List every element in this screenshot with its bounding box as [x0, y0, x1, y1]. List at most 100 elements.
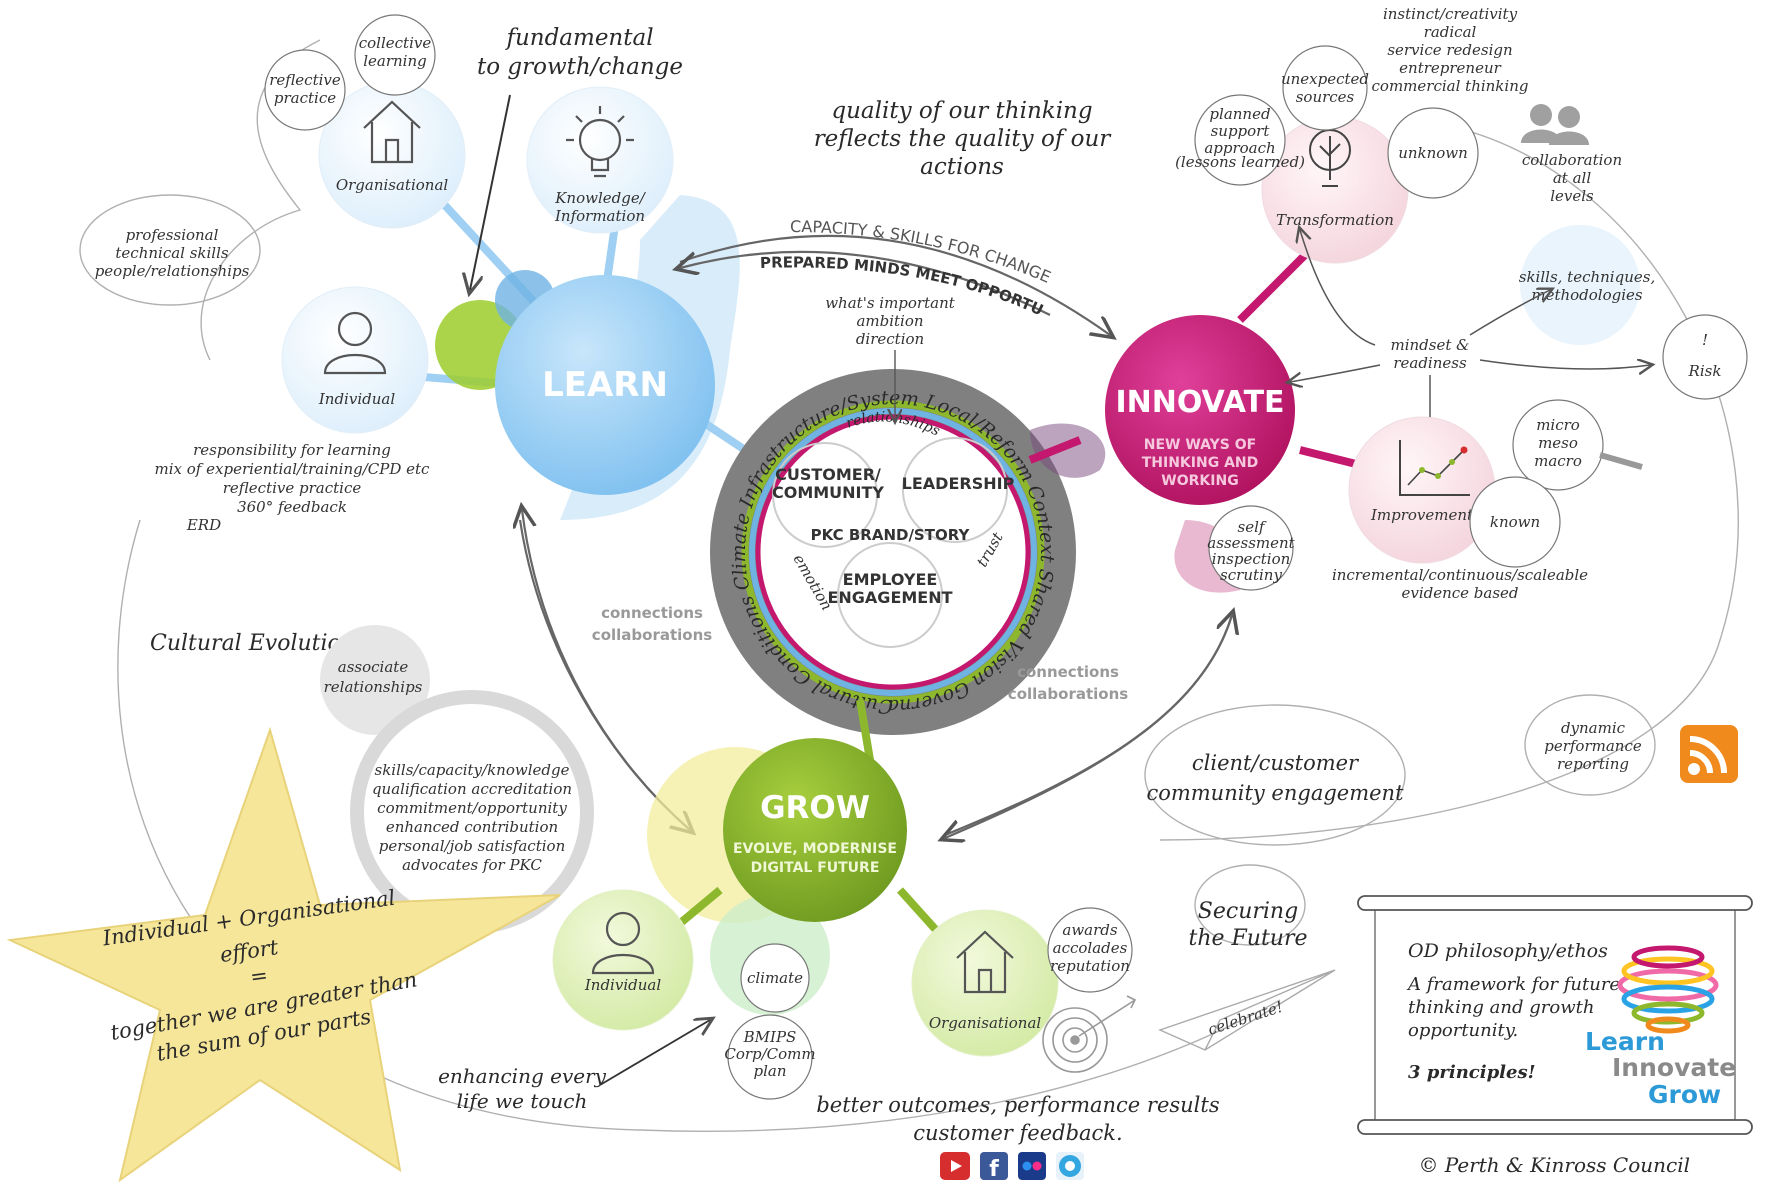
client-loop: [1144, 704, 1406, 846]
youtube-icon[interactable]: [940, 1152, 970, 1180]
awards-line1: awards: [1062, 921, 1117, 939]
professional-loop: [79, 194, 261, 306]
hub-employee-line2: ENGAGEMENT: [827, 588, 952, 607]
planned-line3: approach: [1204, 139, 1275, 157]
connections-left-line2: collaborations: [592, 626, 712, 644]
securing-line1: Securing: [1198, 899, 1298, 924]
unexpected-bubble: [1282, 45, 1368, 131]
self-line4: scrutiny: [1220, 566, 1282, 584]
hub-above-line2: ambition: [856, 312, 923, 330]
copyright: © Perth & Kinross Council: [1418, 1153, 1690, 1177]
awards-bubble: [1047, 907, 1133, 993]
grow-individual-circle: [552, 889, 694, 1031]
collaboration-line1: collaboration: [1522, 151, 1622, 169]
enhancing-arrow: [599, 1020, 710, 1086]
collaboration-line2: at all: [1553, 169, 1591, 187]
house-icon-grow: [956, 930, 1014, 994]
innovate-circle: [1105, 315, 1295, 505]
rss-icon[interactable]: [1680, 725, 1738, 783]
associate-line1: associate: [338, 658, 409, 676]
philosophy-scroll: [1357, 895, 1753, 1135]
incremental-line2: evidence based: [1401, 584, 1518, 602]
transformation-label: Transformation: [1276, 211, 1394, 229]
improvement-circle: [1348, 416, 1496, 564]
innovate-link-transformation: [1237, 247, 1313, 323]
hub-customer-line1: CUSTOMER/: [775, 465, 881, 484]
magnifier-handle: [1599, 452, 1643, 470]
grow-sub-line1: EVOLVE, MODERNISE: [733, 841, 897, 857]
innovate-sub-line3: WORKING: [1161, 473, 1238, 489]
learn-individual-circle: [281, 286, 429, 434]
people-icon: [1521, 104, 1589, 145]
fundamental-line1: fundamental: [504, 25, 653, 51]
lightbulb-icon: [566, 106, 634, 178]
reflective-bubble: [264, 49, 346, 131]
unknown-label: unknown: [1398, 144, 1468, 162]
person-icon-grow: [591, 911, 655, 975]
known-bubble: [1469, 476, 1561, 568]
capacity-arrow: [679, 234, 1110, 335]
skills-line2: methodologies: [1531, 286, 1643, 304]
person-icon: [323, 311, 387, 375]
instinct-line1: instinct/creativity: [1383, 5, 1518, 23]
quality-line3: actions: [920, 154, 1004, 180]
bmips-bubble: [727, 1014, 813, 1100]
responsibility-line1: responsibility for learning: [193, 441, 391, 459]
flickr-icon[interactable]: [1018, 1152, 1046, 1180]
securing-line2: the Future: [1188, 926, 1307, 951]
micro-bubble: [1512, 399, 1604, 491]
logo-learn: Learn: [1585, 1027, 1665, 1056]
cultural-evolution: Cultural Evolution: [150, 631, 355, 656]
micro-line1: micro: [1536, 416, 1580, 434]
instinct-line4: entrepreneur: [1399, 59, 1501, 77]
professional-line3: people/relationships: [95, 262, 250, 280]
grow-circle: [723, 738, 907, 922]
innovate-label: INNOVATE: [1115, 385, 1284, 420]
scroll-line1: OD philosophy/ethos: [1408, 940, 1608, 962]
swirl-ball-icon: [1617, 945, 1719, 1034]
collaboration-line3: levels: [1550, 187, 1594, 205]
pencil-loop-bottom: [117, 519, 1281, 1132]
bmips-line3: plan: [753, 1062, 786, 1080]
grow-skills-line2: qualification accreditation: [372, 780, 572, 798]
skills-line1: skills, techniques,: [1519, 268, 1655, 286]
grow-organisational-label: Organisational: [929, 1014, 1042, 1032]
unknown-bubble: [1387, 107, 1479, 199]
risk-label: Risk: [1688, 362, 1722, 380]
twitter-icon[interactable]: [1056, 1152, 1084, 1180]
responsibility-line5: ERD: [186, 516, 221, 534]
climate-bubble: [740, 943, 810, 1013]
facebook-icon[interactable]: f: [980, 1152, 1008, 1182]
scroll-principles: 3 principles!: [1408, 1062, 1536, 1083]
learn-individual-label: Individual: [318, 390, 395, 408]
scroll-line2b: thinking and growth: [1408, 997, 1594, 1018]
logo-grow: Grow: [1648, 1080, 1721, 1109]
connections-right-line2: collaborations: [1008, 685, 1128, 703]
instinct-line3: service redesign: [1387, 41, 1512, 59]
learn-label: LEARN: [542, 365, 668, 405]
hub-circle-customer: [772, 442, 878, 548]
awards-line3: reputation: [1050, 957, 1130, 975]
innovate-sub-line2: THINKING AND: [1142, 455, 1259, 471]
hub-customer-line2: COMMUNITY: [772, 483, 884, 502]
grow-sub-line2: DIGITAL FUTURE: [751, 860, 880, 876]
enhancing-line1: enhancing every: [438, 1064, 607, 1088]
innovate-link-improvement: [1299, 446, 1361, 469]
known-label: known: [1490, 513, 1540, 531]
securing-loop: [1194, 864, 1306, 946]
mindset-arrow-skills: [1469, 290, 1550, 336]
professional-line1: professional: [126, 226, 219, 244]
grow-skills-line5: personal/job satisfaction: [379, 837, 565, 855]
celebrate-label: celebrate!: [1206, 998, 1285, 1039]
collective-line2: learning: [363, 52, 427, 70]
scroll-line2a: A framework for future: [1406, 974, 1620, 995]
hub-brand: PKC BRAND/STORY: [811, 526, 971, 544]
chart-icon: [1399, 440, 1470, 496]
risk-mark: !: [1702, 331, 1708, 349]
mindset-line1: mindset &: [1390, 336, 1469, 354]
grow-link-hub: [856, 699, 874, 761]
risk-bubble: [1662, 314, 1748, 400]
hub-circle-leadership: [902, 437, 1008, 543]
better-line2: customer feedback.: [913, 1121, 1122, 1145]
